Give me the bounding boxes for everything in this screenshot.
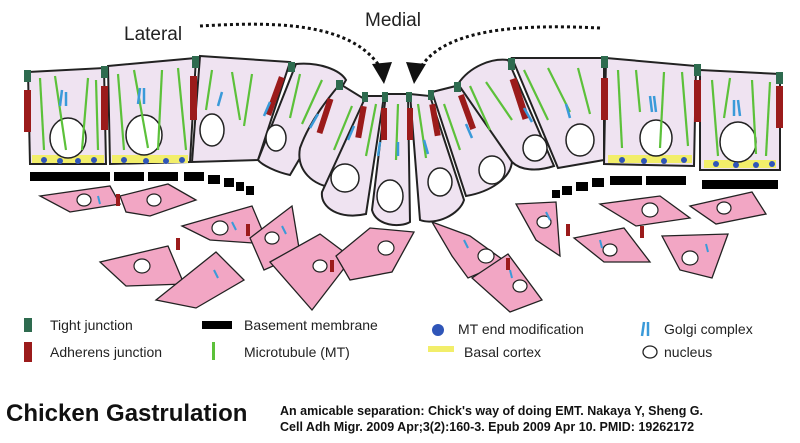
legend: Tight junction Adherens junction Basemen… <box>24 317 753 362</box>
figure-title: Chicken Gastrulation <box>6 400 248 427</box>
lateral-label: Lateral <box>124 24 182 45</box>
microtubule-swatch <box>212 342 215 360</box>
adherens-junction-swatch <box>24 342 32 362</box>
mt-end-modification-dot <box>432 324 444 336</box>
basement-membrane <box>30 172 778 198</box>
golgi-complex-icon <box>640 321 650 337</box>
legend-label: Golgi complex <box>664 321 753 337</box>
tight-junction-swatch <box>24 318 32 332</box>
citation: An amicable separation: Chick's way of d… <box>280 403 795 435</box>
citation-line: Cell Adh Migr. 2009 Apr;3(2):160-3. Epub… <box>280 420 695 434</box>
golgi-complexes <box>58 87 742 157</box>
epithelium-left <box>26 54 348 177</box>
mesenchymal-cell <box>335 227 416 281</box>
citation-line: An amicable separation: Chick's way of d… <box>280 404 703 418</box>
basal-cortex-swatch <box>428 346 454 352</box>
legend-label: Basement membrane <box>244 317 378 333</box>
nucleus-icon <box>642 345 658 359</box>
tight-junctions <box>24 56 783 102</box>
microtubules <box>38 67 772 161</box>
legend-label: Adherens junction <box>50 344 162 360</box>
medial-arrow <box>406 25 601 84</box>
mesenchymal-cell <box>470 253 544 313</box>
epithelium-right <box>456 56 781 171</box>
legend-label: Microtubule (MT) <box>244 344 350 360</box>
mt-end-modifications <box>41 157 775 168</box>
basement-membrane-swatch <box>202 321 232 329</box>
legend-label: Tight junction <box>50 317 133 333</box>
legend-label: Basal cortex <box>464 344 541 360</box>
lateral-arrow <box>199 22 392 84</box>
mesenchymal-cell <box>514 201 561 258</box>
mesenchymal-details <box>76 193 732 293</box>
legend-label: MT end modification <box>458 321 584 337</box>
epithelial-cell <box>602 56 698 168</box>
legend-label: nucleus <box>664 344 712 360</box>
medial-label: Medial <box>365 10 421 31</box>
mesenchymal-cell <box>154 251 246 309</box>
